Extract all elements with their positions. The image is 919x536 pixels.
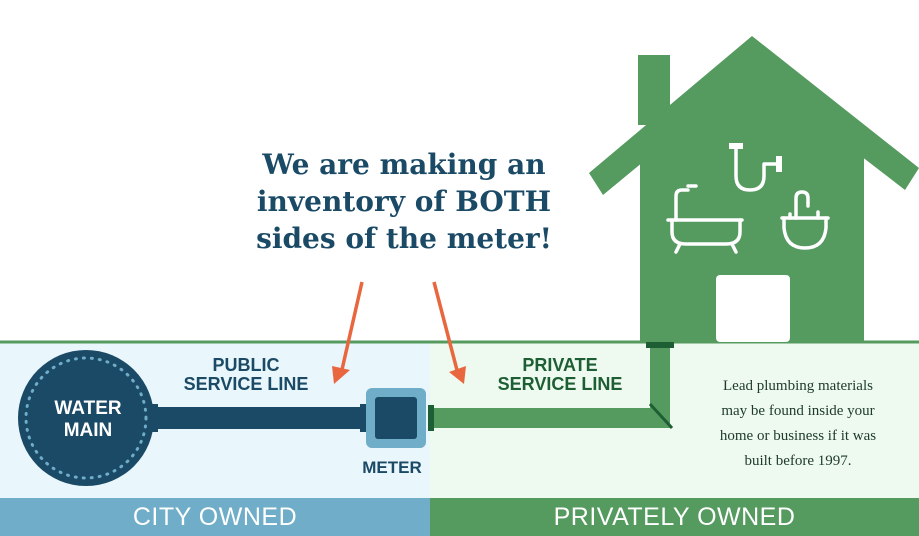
pipe-trap-icon: [729, 143, 782, 192]
bathtub-icon: [666, 184, 744, 254]
public-label-line-1: PUBLIC: [212, 355, 280, 375]
headline-line-3: sides of the meter!: [256, 222, 552, 255]
headline-line-2: inventory of BOTH: [256, 185, 552, 218]
house-icon: [589, 36, 919, 342]
water-main-icon: [18, 350, 154, 486]
public-service-line-pipe: [148, 404, 368, 432]
city-owned-band: CITY OWNED: [0, 498, 430, 536]
public-label-line-2: SERVICE LINE: [183, 374, 309, 394]
note-line-3: home or business if it was: [719, 428, 877, 444]
water-main-label: WATER MAIN: [36, 398, 140, 442]
headline-line-1: We are making an: [262, 148, 546, 181]
note-line-1: Lead plumbing materials: [723, 378, 873, 394]
water-main-label-line-2: MAIN: [63, 420, 113, 441]
note-line-2: may be found inside your: [721, 403, 875, 419]
public-service-line-label: PUBLIC SERVICE LINE: [176, 356, 316, 394]
meter-label: METER: [362, 458, 422, 477]
private-label-line-2: SERVICE LINE: [497, 374, 623, 394]
private-service-line-label: PRIVATE SERVICE LINE: [480, 356, 640, 394]
privately-owned-band: PRIVATELY OWNED: [430, 498, 919, 536]
lead-note: Lead plumbing materials may be found ins…: [692, 374, 904, 474]
sink-icon: [780, 190, 830, 250]
note-line-4: built before 1997.: [744, 453, 852, 469]
private-label-line-1: PRIVATE: [522, 355, 598, 375]
meter-icon: [360, 388, 426, 448]
private-service-line-pipe: [428, 342, 674, 431]
headline: We are making an inventory of BOTH sides…: [236, 146, 572, 257]
arrow-icon: [332, 281, 466, 384]
water-main-label-line-1: WATER: [54, 398, 122, 419]
